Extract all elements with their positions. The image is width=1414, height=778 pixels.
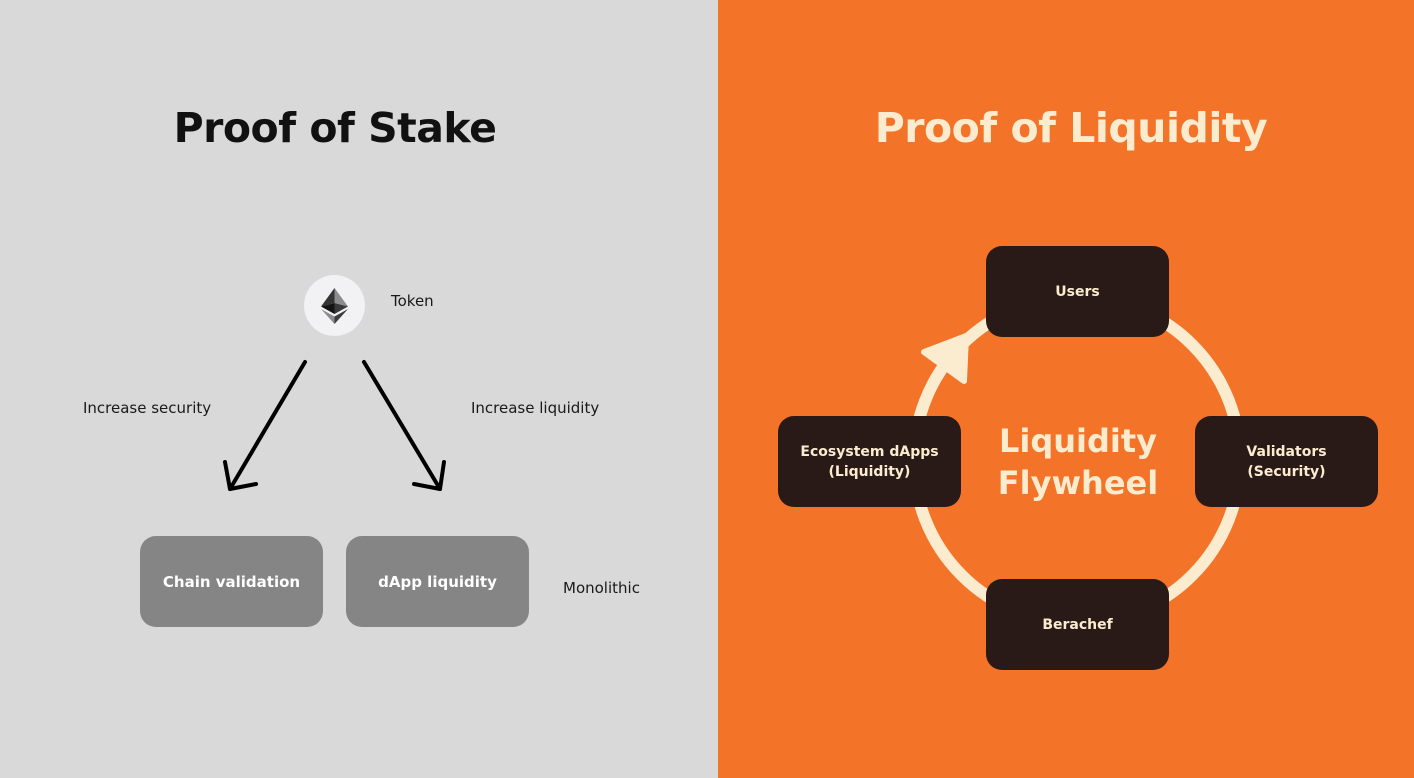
proof-of-liquidity-title: Proof of Liquidity — [874, 104, 1268, 152]
ethereum-icon — [321, 288, 348, 324]
validators-node: Validators (Security) — [1195, 416, 1378, 507]
flywheel-center-line-2: Flywheel — [997, 464, 1159, 502]
increase-liquidity-label: Increase liquidity — [471, 399, 600, 417]
users-node-label: Users — [1055, 283, 1100, 300]
monolithic-label: Monolithic — [563, 579, 640, 597]
flywheel-center-line-1: Liquidity — [998, 422, 1158, 460]
flywheel-center-title: Liquidity Flywheel — [978, 420, 1178, 504]
proof-of-stake-title: Proof of Stake — [173, 104, 497, 152]
berachef-node: Berachef — [986, 579, 1169, 670]
dapp-liquidity-box: dApp liquidity — [346, 536, 529, 627]
berachef-node-label: Berachef — [1042, 616, 1113, 633]
validators-node-sublabel: (Security) — [1247, 463, 1326, 480]
validators-node-label: Validators — [1246, 443, 1327, 460]
flywheel-arrowhead — [921, 333, 969, 384]
arrow-increase-security — [223, 360, 307, 491]
proof-of-stake-panel — [0, 0, 718, 778]
chain-validation-box: Chain validation — [140, 536, 323, 627]
token-node — [304, 275, 365, 336]
ecosystem-dapps-node-sublabel: (Liquidity) — [828, 463, 911, 480]
arrow-increase-liquidity — [362, 360, 446, 491]
token-label: Token — [391, 292, 434, 310]
increase-security-label: Increase security — [83, 399, 212, 417]
ecosystem-dapps-node-label: Ecosystem dApps — [800, 443, 939, 460]
users-node: Users — [986, 246, 1169, 337]
ecosystem-dapps-node: Ecosystem dApps (Liquidity) — [778, 416, 961, 507]
